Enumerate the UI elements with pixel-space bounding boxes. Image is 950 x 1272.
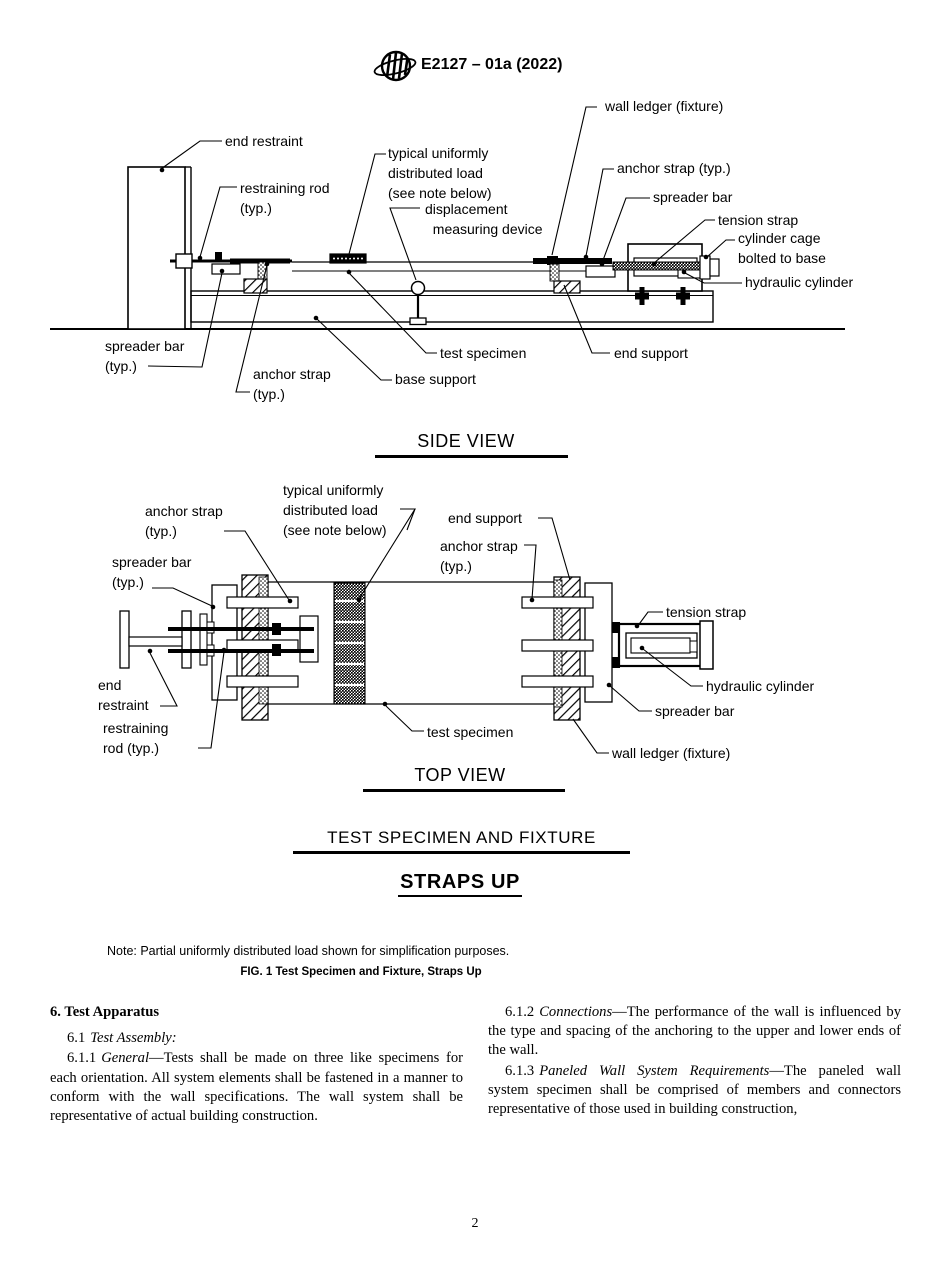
- label-hydraulic-cylinder: hydraulic cylinder: [745, 274, 854, 290]
- label-tension-strap-top: tension strap: [666, 604, 747, 620]
- leader-end-support: [563, 284, 610, 354]
- leader-wall-ledger-top: [572, 718, 609, 754]
- clause-term: Connections: [539, 1004, 613, 1020]
- label-displacement-device: displacement measuring device: [425, 201, 543, 237]
- leader-end-restraint: [160, 140, 222, 170]
- label-test-specimen: test specimen: [440, 345, 527, 361]
- leader-test-specimen-top: [385, 705, 424, 732]
- clause-term: Paneled Wall System Requirements: [539, 1062, 770, 1079]
- leader-tension-strap-top: [636, 611, 663, 628]
- leader-udl: [348, 153, 386, 255]
- leader-base-support: [316, 318, 392, 381]
- label-end-restraint: end restraint: [225, 133, 303, 149]
- astm-logo: [373, 50, 417, 82]
- cage-bolts: [635, 287, 690, 305]
- end-restraint-flange: [119, 610, 130, 669]
- leader-spreader-bar-right-top: [609, 685, 652, 712]
- leader-anchor-strap-right: [585, 168, 614, 257]
- leader-spreader-bar-left-top: [152, 587, 213, 607]
- label-udl: typical uniformly distributed load (see …: [388, 145, 492, 201]
- label-restraining-rod: restraining rod (typ.): [240, 180, 330, 216]
- label-anchor-strap-bottom: anchor strap (typ.): [253, 366, 331, 402]
- leader-anchor-strap-right-top: [524, 544, 537, 600]
- leader-end-restraint-top: [149, 652, 178, 707]
- label-spreader-bar-right-top: spreader bar: [655, 703, 735, 719]
- clause-text: —The performance of the wall is influenc…: [488, 1004, 901, 1059]
- clause-number: 6.1.3: [505, 1062, 535, 1079]
- figure-note: Note: Partial uniformly distributed load…: [107, 944, 510, 958]
- label-spreader-bar-right: spreader bar: [653, 189, 733, 205]
- leader-test-specimen: [348, 272, 437, 354]
- label-anchor-strap-right: anchor strap (typ.): [617, 160, 731, 176]
- leader-hydraulic-cylinder: [684, 272, 742, 284]
- label-wall-ledger-top: wall ledger (fixture): [612, 745, 731, 761]
- leader-tension-strap: [653, 219, 715, 264]
- figure-subtitle-rule: [293, 851, 630, 854]
- side-view-leaders: [147, 106, 742, 393]
- figure-orientation-title: STRAPS UP: [335, 871, 585, 897]
- label-cylinder-cage: cylinder cage bolted to base: [738, 230, 826, 266]
- label-test-specimen-top: test specimen: [427, 724, 514, 740]
- leader-restraining-rod-top: [198, 651, 225, 749]
- clause-number: 6.1.1: [67, 1050, 97, 1067]
- leader-end-support-top: [538, 517, 571, 581]
- top-view-title: TOP VIEW: [414, 765, 506, 785]
- top-view-title-rule: [363, 789, 565, 792]
- label-end-support: end support: [614, 345, 688, 361]
- leader-displacement: [389, 207, 420, 281]
- clause-term: General: [101, 1050, 150, 1067]
- hydraulic-cylinder-body: [630, 637, 691, 654]
- leader-spreader-bar-left: [147, 272, 223, 368]
- leader-anchor-strap-left: [224, 530, 290, 601]
- leader-spreader-bar-right: [601, 197, 650, 264]
- label-spreader-bar-left-top: spreader bar (typ.): [112, 554, 192, 590]
- label-wall-ledger: wall ledger (fixture): [605, 98, 724, 114]
- figure-caption: FIG. 1 Test Specimen and Fixture, Straps…: [240, 966, 482, 978]
- label-anchor-strap-right-top: anchor strap (typ.): [440, 538, 518, 574]
- side-view-title: SIDE VIEW: [417, 431, 515, 451]
- top-view-drawing: [119, 574, 714, 721]
- label-end-restraint-top: end restraint: [98, 677, 149, 713]
- label-spreader-bar-left: spreader bar (typ.): [105, 338, 185, 374]
- leader-wall-ledger: [551, 106, 597, 256]
- label-end-support-top: end support: [448, 510, 522, 526]
- leader-hydraulic-cylinder-top: [642, 648, 703, 687]
- label-hydraulic-cylinder-top: hydraulic cylinder: [706, 678, 815, 694]
- clause-number: 6.1: [67, 1030, 86, 1047]
- figure-subtitle: TEST SPECIMEN AND FIXTURE: [327, 828, 596, 847]
- clause-term: Test Assembly:: [90, 1030, 177, 1047]
- label-tension-strap: tension strap: [718, 212, 799, 228]
- top-view-leaders: [147, 508, 703, 754]
- clause-number: 6.1.2: [505, 1004, 535, 1020]
- clause-text: —Tests shall be made on three like speci…: [50, 1050, 463, 1125]
- label-anchor-strap-left-top: anchor strap (typ.): [145, 503, 223, 539]
- standard-designation: E2127 – 01a (2022): [421, 56, 563, 73]
- label-restraining-rod-top: restraining rod (typ.): [103, 720, 169, 756]
- side-view-title-rule: [375, 455, 568, 458]
- leader-restraining-rod: [199, 186, 237, 258]
- figure-linework: [50, 106, 845, 754]
- udl-block-dots: [333, 257, 363, 260]
- label-base-support: base support: [395, 371, 476, 387]
- leader-anchor-strap-bottom: [235, 264, 268, 393]
- straps-up-text: STRAPS UP: [398, 871, 522, 897]
- leader-cylinder-cage: [706, 239, 735, 258]
- section-heading: 6. Test Apparatus: [50, 1004, 160, 1020]
- displacement-device-dial: [410, 280, 426, 296]
- label-udl-top: typical uniformly distributed load (see …: [283, 482, 387, 538]
- page-number: 2: [471, 1216, 479, 1231]
- clause-text: —The paneled wall system specimen shall …: [488, 1062, 901, 1118]
- side-view-drawing: [50, 166, 845, 330]
